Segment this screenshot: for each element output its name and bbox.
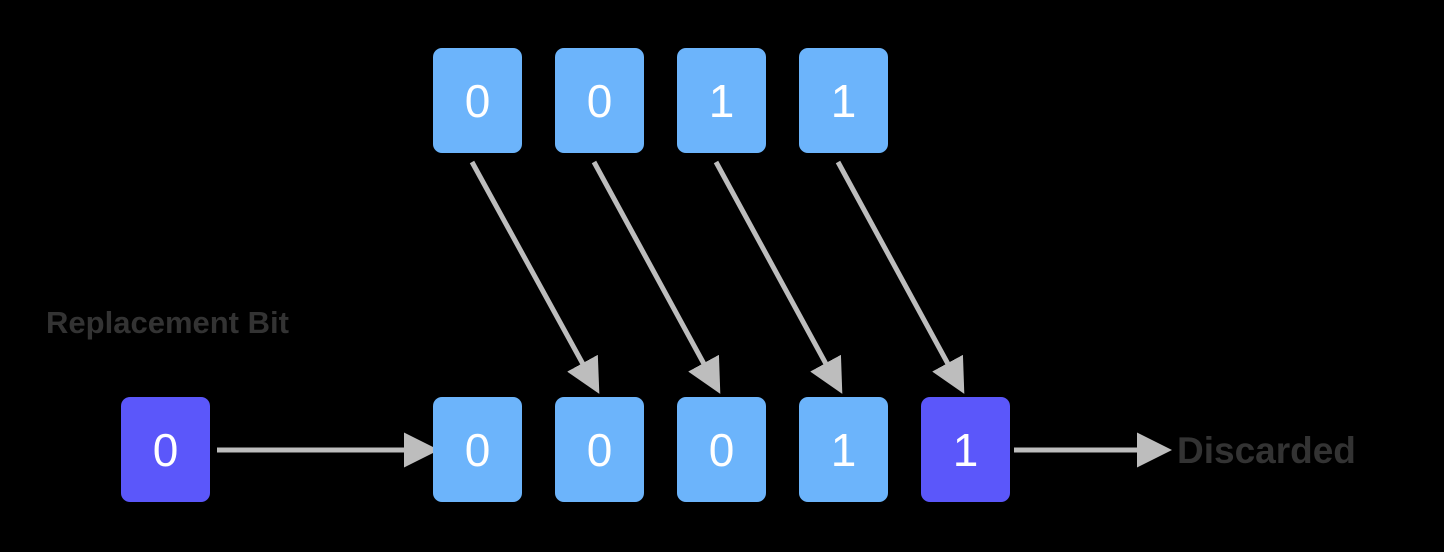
bottom-bit-2[interactable]: 0 (677, 397, 766, 502)
bit-value: 1 (830, 423, 857, 476)
bit-value: 0 (152, 423, 179, 476)
bit-value: 1 (952, 423, 979, 476)
bottom-bit-1[interactable]: 0 (555, 397, 644, 502)
bit-value: 0 (464, 74, 491, 127)
bit-value: 0 (464, 423, 491, 476)
bit-value: 0 (708, 423, 735, 476)
top-bit-1[interactable]: 0 (555, 48, 644, 153)
replacement-bit-label: Replacement Bit (46, 305, 289, 340)
discarded-label: Discarded (1177, 430, 1356, 471)
bit-value: 1 (830, 74, 857, 127)
shift-arrow-1 (469, 160, 600, 394)
top-bit-2[interactable]: 1 (677, 48, 766, 153)
bit-value: 0 (586, 74, 613, 127)
bottom-bit-0[interactable]: 0 (433, 397, 522, 502)
shift-arrow-4 (835, 160, 965, 394)
bottom-bit-3[interactable]: 1 (799, 397, 888, 502)
bit-value: 1 (708, 74, 735, 127)
bottom-bit-4[interactable]: 1 (921, 397, 1010, 502)
shift-arrow-2 (591, 160, 721, 394)
top-bit-3[interactable]: 1 (799, 48, 888, 153)
replacement-bit-0[interactable]: 0 (121, 397, 210, 502)
top-bit-0[interactable]: 0 (433, 48, 522, 153)
shift-arrow-3 (713, 160, 843, 394)
bit-value: 0 (586, 423, 613, 476)
